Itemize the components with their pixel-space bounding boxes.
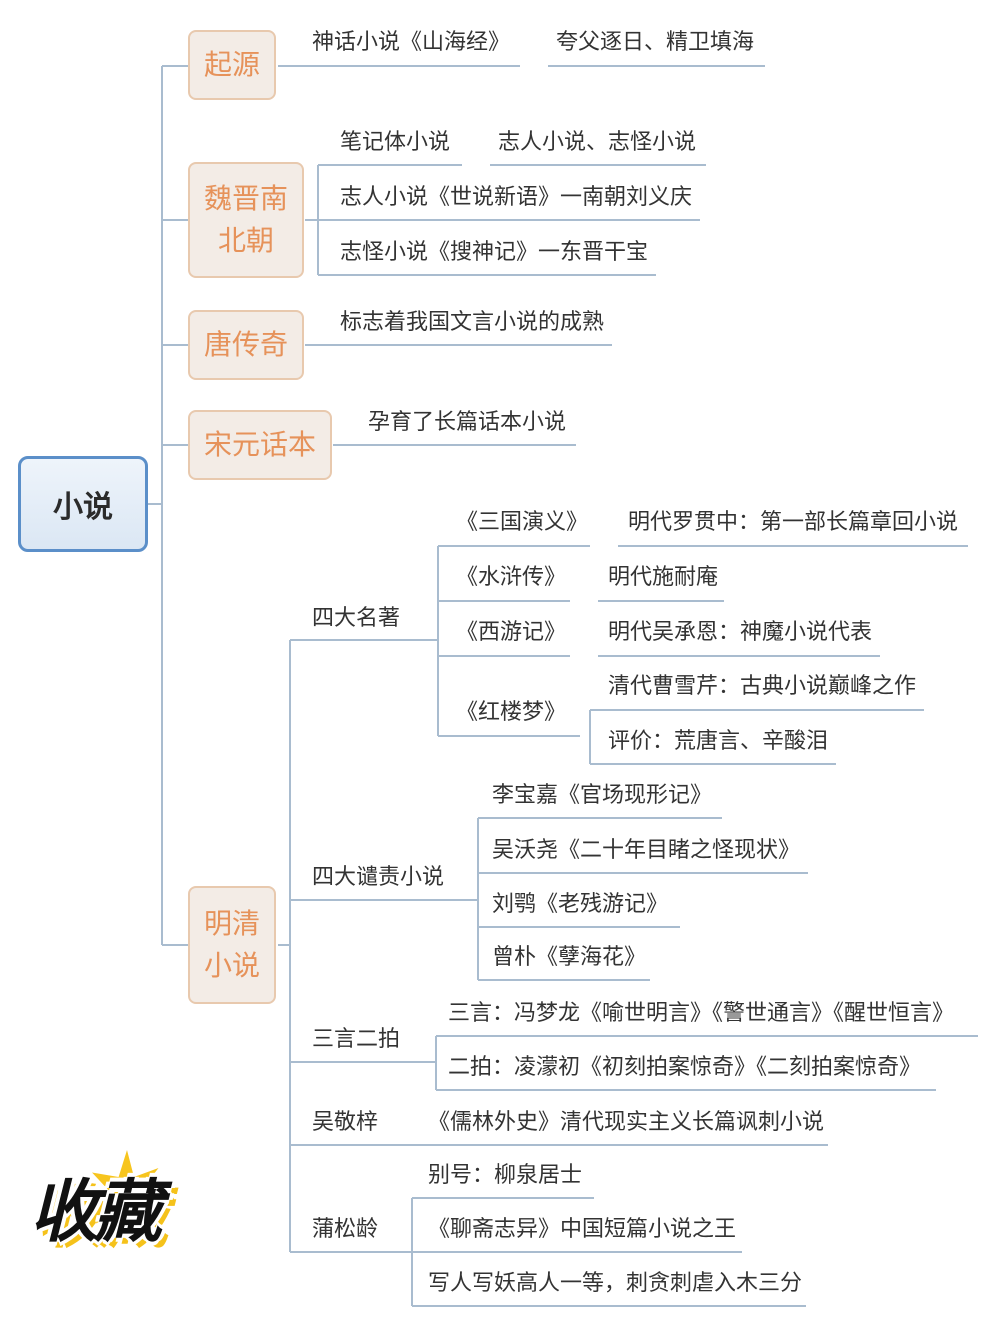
sanyan-item: 三言：冯梦龙《喻世明言》《警世通言》《醒世恒言》 <box>448 1001 955 1026</box>
weijin-detail: 志人小说、志怪小说 <box>498 130 697 155</box>
weijin-item: 志人小说《世说新语》一南朝刘义庆 <box>340 185 693 210</box>
era-origin: 起源 <box>188 30 276 100</box>
weijin-item: 志怪小说《搜神记》一东晋干宝 <box>340 240 649 265</box>
songyuan-item: 孕育了长篇话本小说 <box>368 410 567 435</box>
era-weijin: 魏晋南 北朝 <box>188 162 304 278</box>
condemnation-item: 曾朴《孽海花》 <box>492 945 647 970</box>
book-title: 《水浒传》 <box>456 565 567 590</box>
wu-item: 《儒林外史》清代现实主义长篇讽刺小说 <box>428 1110 825 1135</box>
tang-item: 标志着我国文言小说的成熟 <box>340 310 605 335</box>
sanyan-item: 二拍：凌濛初《初刻拍案惊奇》《二刻拍案惊奇》 <box>448 1055 922 1080</box>
origin-detail: 夸父逐日、精卫填海 <box>556 30 755 55</box>
pu-item: 《聊斋志异》中国短篇小说之王 <box>428 1217 737 1242</box>
book-detail: 评价：荒唐言、辛酸泪 <box>608 729 829 754</box>
book-title: 《西游记》 <box>456 620 567 645</box>
book-detail: 清代曹雪芹：古典小说巅峰之作 <box>608 674 917 699</box>
condemnation-item: 李宝嘉《官场现形记》 <box>492 783 713 808</box>
book-detail: 明代吴承恩：神魔小说代表 <box>608 620 873 645</box>
era-mingqing: 明清 小说 <box>188 886 276 1004</box>
book-detail: 明代施耐庵 <box>608 565 719 590</box>
root-node: 小说 <box>18 456 148 552</box>
book-title: 《三国演义》 <box>456 510 589 535</box>
era-songyuan: 宋元话本 <box>188 410 332 480</box>
era-tang: 唐传奇 <box>188 310 304 380</box>
pu-item: 写人写妖高人一等，刺贪刺虐入木三分 <box>428 1271 803 1296</box>
favorite-stamp: 收藏 <box>30 1173 162 1252</box>
condemnation-label: 四大谴责小说 <box>312 865 445 890</box>
pu-label: 蒲松龄 <box>312 1217 379 1242</box>
condemnation-item: 吴沃尧《二十年目睹之怪现状》 <box>492 838 801 863</box>
origin-item: 神话小说《山海经》 <box>312 30 511 55</box>
book-detail: 明代罗贯中：第一部长篇章回小说 <box>628 510 959 535</box>
wu-label: 吴敬梓 <box>312 1110 379 1135</box>
condemnation-item: 刘鹗《老残游记》 <box>492 892 669 917</box>
book-title: 《红楼梦》 <box>456 700 567 725</box>
sanyan-label: 三言二拍 <box>312 1027 401 1052</box>
weijin-item: 笔记体小说 <box>340 130 451 155</box>
classics-label: 四大名著 <box>312 606 401 631</box>
pu-item: 别号：柳泉居士 <box>428 1163 583 1188</box>
